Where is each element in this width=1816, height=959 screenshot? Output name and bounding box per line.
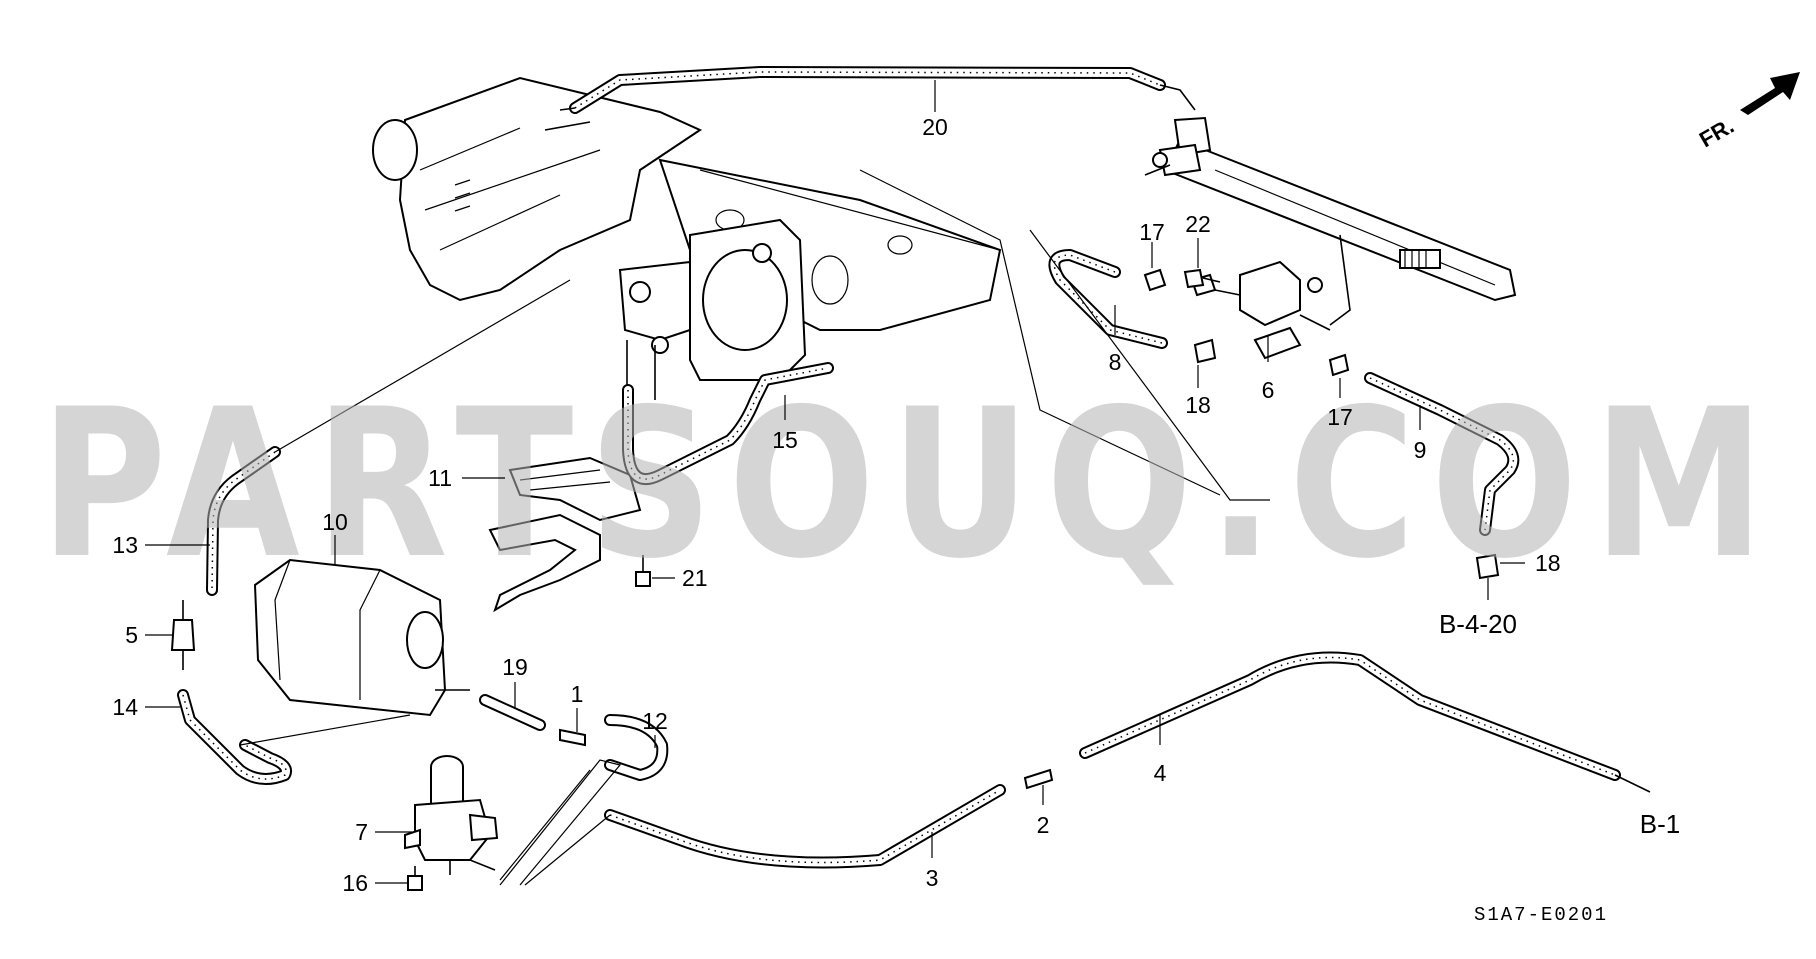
- reference-label-b-4-20: B-4-20: [1439, 609, 1517, 639]
- front-direction-marker: FR.: [1695, 72, 1800, 152]
- arrow-icon: [1740, 72, 1800, 115]
- leader-lines: [239, 169, 1270, 886]
- part-number-label: 15: [772, 427, 798, 453]
- reference-label-b-1: B-1: [1640, 809, 1680, 839]
- charcoal-canister: [253, 558, 470, 717]
- part-number-label: 13: [112, 532, 138, 558]
- clamps: [1143, 268, 1500, 580]
- part-number-label: 19: [502, 654, 528, 680]
- throttle-body: [618, 218, 807, 400]
- part-number-label: 18: [1535, 550, 1561, 576]
- part-callouts: 20 17 22 8 18 6 17 15 11 9 18 13 10 21 5…: [112, 80, 1561, 896]
- part-number-label: 4: [1154, 760, 1167, 786]
- part-number-label: 17: [1327, 404, 1353, 430]
- part-number-label: 12: [642, 708, 668, 734]
- fittings: [170, 600, 1054, 790]
- part-number-label: 21: [682, 565, 708, 591]
- fuel-rail: [1144, 116, 1517, 326]
- part-number-label: 17: [1139, 219, 1165, 245]
- part-number-label: 2: [1037, 812, 1050, 838]
- part-number-label: 11: [428, 465, 452, 491]
- part-number-label: 14: [112, 694, 138, 720]
- part-number-label: 22: [1185, 211, 1211, 237]
- part-number-label: 10: [322, 509, 348, 535]
- direction-label: FR.: [1695, 113, 1738, 152]
- part-number-label: 5: [125, 622, 138, 648]
- canister-bracket: [488, 456, 642, 613]
- part-number-label: 9: [1414, 437, 1427, 463]
- part-number-label: 7: [355, 819, 368, 845]
- part-number-label: 8: [1109, 349, 1122, 375]
- part-number-label: 16: [342, 870, 368, 896]
- part-number-label: 1: [571, 681, 584, 707]
- drawing-code: S1A7-E0201: [1474, 904, 1608, 926]
- watermark: PARTSOUQ.COM: [40, 366, 1780, 604]
- part-number-label: 20: [922, 114, 948, 140]
- bolts: [407, 268, 1221, 891]
- part-number-label: 18: [1185, 392, 1211, 418]
- hoses: [177, 66, 1651, 869]
- part-number-label: 6: [1262, 377, 1275, 403]
- purge-solenoid-valve: [1190, 260, 1331, 360]
- part-number-label: 3: [926, 865, 939, 891]
- purge-control-solenoid: [404, 755, 499, 875]
